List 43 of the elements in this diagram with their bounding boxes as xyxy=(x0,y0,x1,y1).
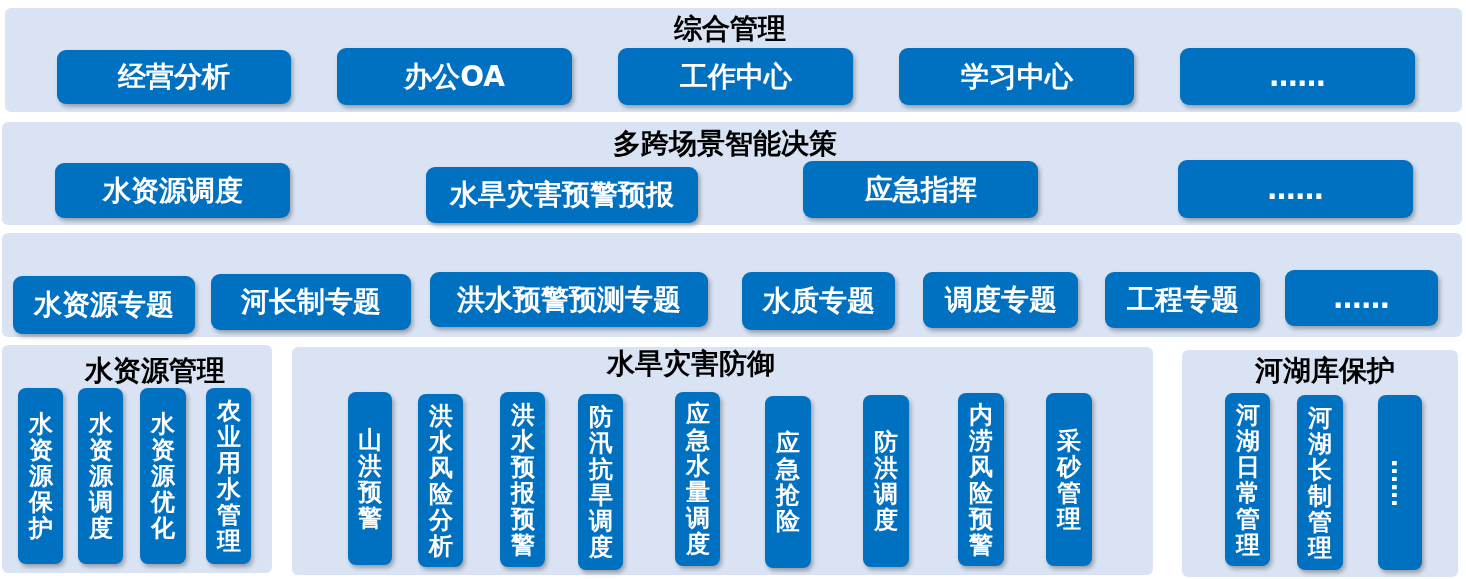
domain-panel xyxy=(1182,350,1458,577)
module-box: 水资源专题 xyxy=(13,276,195,334)
panel-title: 河湖库保护 xyxy=(1255,356,1395,386)
module-box: …… xyxy=(1378,395,1422,570)
module-box: 应急水量调度 xyxy=(675,392,720,566)
module-box: 防洪调度 xyxy=(863,395,909,567)
module-box: 调度专题 xyxy=(923,272,1078,328)
module-box: 洪水预警预测专题 xyxy=(430,272,708,327)
module-box: 内涝风险预警 xyxy=(958,393,1004,566)
module-box: 应急抢险 xyxy=(765,396,811,568)
module-box: …… xyxy=(1285,270,1438,326)
module-box: 水资源优化 xyxy=(140,388,186,564)
module-box: 经营分析 xyxy=(57,50,291,104)
module-box: 办公OA xyxy=(337,48,572,105)
module-box: 工程专题 xyxy=(1105,272,1260,328)
band-title: 多跨场景智能决策 xyxy=(613,129,837,159)
module-box: 采砂管理 xyxy=(1046,393,1092,566)
domain-panel xyxy=(2,345,272,573)
panel-title: 水资源管理 xyxy=(85,356,225,386)
module-box: 农业用水管理 xyxy=(206,388,251,564)
layer-band xyxy=(5,8,1462,112)
module-box: 水质专题 xyxy=(742,272,895,330)
module-box: …… xyxy=(1180,48,1415,105)
layer-band xyxy=(2,122,1462,225)
module-box: 洪水风险分析 xyxy=(418,394,463,567)
band-title: 综合管理 xyxy=(674,14,786,44)
module-box: 防汛抗旱调度 xyxy=(578,394,623,570)
module-box: 河湖长制管理 xyxy=(1297,395,1343,570)
module-box: 学习中心 xyxy=(899,48,1134,105)
module-box: 河湖日常管理 xyxy=(1225,393,1270,566)
module-box: 水资源调度 xyxy=(78,388,123,564)
module-box: 水资源保护 xyxy=(18,388,63,564)
layer-band xyxy=(2,233,1462,337)
module-box: 应急指挥 xyxy=(803,161,1038,218)
module-box: 山洪预警 xyxy=(348,392,392,565)
module-box: 河长制专题 xyxy=(211,274,411,330)
module-box: …… xyxy=(1178,160,1413,218)
module-box: 水旱灾害预警预报 xyxy=(426,167,698,223)
module-box: 洪水预报预警 xyxy=(500,392,545,567)
module-box: 工作中心 xyxy=(618,48,853,105)
panel-title: 水旱灾害防御 xyxy=(607,349,775,379)
domain-panel xyxy=(292,347,1153,575)
module-box: 水资源调度 xyxy=(55,163,290,218)
